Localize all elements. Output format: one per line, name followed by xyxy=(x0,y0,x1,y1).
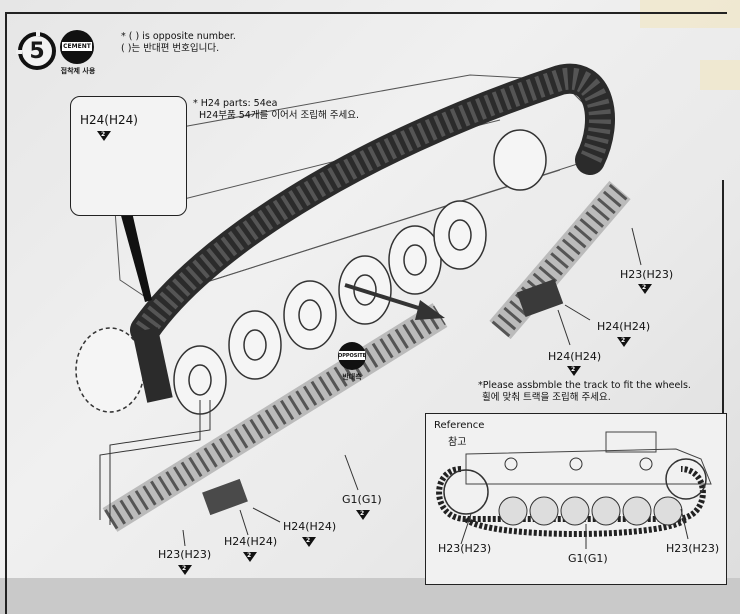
reference-box: Reference 참고 H23(H23) G1(G1) xyxy=(425,413,727,585)
tank-track-illustration xyxy=(75,63,642,547)
reference-label-g1: G1(G1) xyxy=(568,552,608,565)
qty-text: 2 xyxy=(642,284,647,291)
quantity-badge-icon: 2 xyxy=(356,510,370,520)
quantity-badge-icon: 2 xyxy=(178,565,192,575)
assembly-note-en: *Please assbmble the track to fit the wh… xyxy=(478,380,691,391)
tape-strip xyxy=(700,60,740,90)
reference-label-h23-rear: H23(H23) xyxy=(438,542,492,555)
parts-note: * H24 parts: 54ea H24부품 54개를 이어서 조립해 주세요… xyxy=(193,98,359,122)
h24-callout-box: H24(H24) 2 xyxy=(70,96,187,216)
part-label-h24: H24(H24) xyxy=(597,320,651,333)
callout-pointer xyxy=(120,212,152,302)
part-label-g1: G1(G1) xyxy=(342,493,382,506)
road-wheel xyxy=(529,496,559,526)
quantity-badge-icon: 2 xyxy=(97,131,111,141)
front-track-run xyxy=(132,327,173,403)
direction-arrow xyxy=(344,283,445,320)
cement-label: CEMENT xyxy=(62,42,92,51)
sprocket-wheel xyxy=(75,327,145,413)
callout-part-label: H24(H24) xyxy=(80,113,138,127)
part-label-h24: H24(H24) xyxy=(548,350,602,363)
tape-strip xyxy=(640,0,740,28)
cement-icon: CEMENT xyxy=(60,30,94,64)
part-label-h24: H24(H24) xyxy=(283,520,337,533)
page-border-right xyxy=(722,180,724,580)
step-number: 5 xyxy=(29,38,45,64)
step-number-badge: 5 xyxy=(16,30,56,70)
assembly-note-ko: 휠에 맞춰 트랙을 조립해 주세요. xyxy=(482,392,611,403)
cement-caption: 접착제 사용 xyxy=(60,67,96,75)
quantity-badge-icon: 2 xyxy=(617,337,631,347)
quantity-badge-icon: 2 xyxy=(567,366,581,376)
idler xyxy=(665,458,707,500)
qty-text: 2 xyxy=(571,366,576,373)
road-wheel xyxy=(560,496,590,526)
reference-title: Reference xyxy=(434,420,485,431)
quantity-badge-icon: 2 xyxy=(302,537,316,547)
idler-wheel xyxy=(493,129,547,191)
road-wheel xyxy=(591,496,621,526)
opposite-caption: 반대측 xyxy=(342,373,362,381)
opposite-number-note-ko: ( )는 반대편 번호입니다. xyxy=(121,43,220,54)
quantity-badge-icon: 2 xyxy=(638,284,652,294)
road-wheel xyxy=(448,219,472,251)
road-wheel xyxy=(498,496,528,526)
road-wheel xyxy=(188,364,212,396)
opposite-number-note: * ( ) is opposite number. xyxy=(121,31,236,42)
part-label-h24: H24(H24) xyxy=(224,535,278,548)
reference-label-h23-front: H23(H23) xyxy=(666,542,720,555)
page-border xyxy=(5,12,727,614)
part-label-h23: H23(H23) xyxy=(158,548,212,561)
road-wheel xyxy=(298,299,322,331)
qty-text: 2 xyxy=(247,552,252,559)
opposite-label: OPPOSITE xyxy=(337,351,367,360)
qty-text: 2 xyxy=(101,131,106,138)
h24-link-dark xyxy=(202,478,248,516)
parts-note-ko: H24부품 54개를 이어서 조립해 주세요. xyxy=(199,110,360,121)
qty-text: 2 xyxy=(306,537,311,544)
assembly-note: *Please assbmble the track to fit the wh… xyxy=(478,380,691,404)
reference-tank-side-view xyxy=(436,431,712,549)
parts-note-en: * H24 parts: 54ea xyxy=(193,98,278,109)
qty-text: 2 xyxy=(621,337,626,344)
sprocket xyxy=(443,469,489,515)
opposite-icon: OPPOSITE xyxy=(338,342,366,370)
leader-lines xyxy=(99,227,642,547)
qty-text: 2 xyxy=(182,565,187,572)
header-notes: * ( ) is opposite number. ( )는 반대편 번호입니다… xyxy=(121,31,236,55)
road-wheel xyxy=(243,329,267,361)
upper-track-run xyxy=(130,63,615,345)
road-wheel xyxy=(622,496,652,526)
quantity-badge-icon: 2 xyxy=(243,552,257,562)
part-label-h23: H23(H23) xyxy=(620,268,674,281)
road-wheel xyxy=(403,244,427,276)
h24-link-dark xyxy=(516,278,564,318)
reference-title-ko: 참고 xyxy=(448,437,467,448)
road-wheel xyxy=(653,496,683,526)
qty-text: 2 xyxy=(360,510,365,517)
lower-track-run xyxy=(102,180,631,532)
